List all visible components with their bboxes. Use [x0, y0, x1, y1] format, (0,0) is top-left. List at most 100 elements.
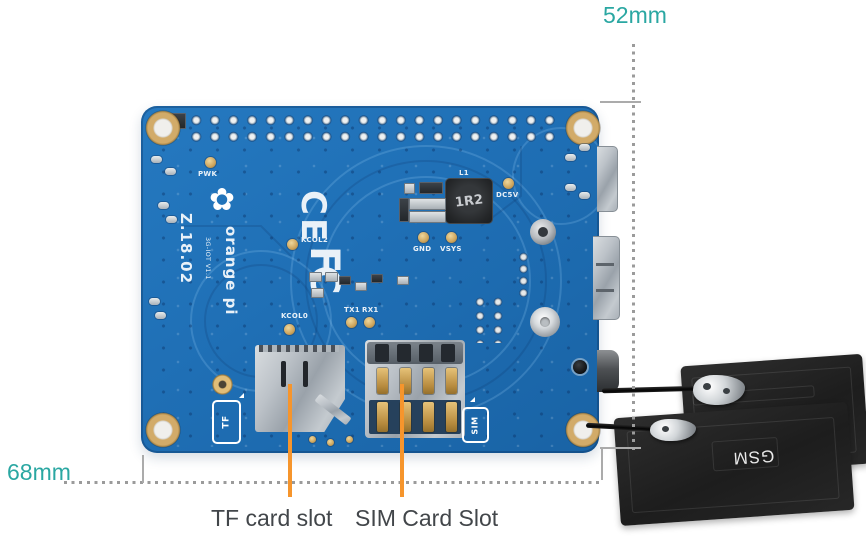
through-hole-grid [471, 295, 508, 343]
sim-contact [446, 402, 457, 432]
orange-pi-flower-icon: ✿ [209, 182, 235, 217]
smd-component [309, 272, 322, 282]
through-hole-grid [517, 251, 530, 297]
sim-contact [400, 402, 411, 432]
test-pad-kcol0-label: KCOL0 [281, 312, 309, 320]
gsm-antenna-front: GSM [613, 401, 855, 527]
tf-card-slot-body [255, 345, 345, 432]
audio-jack-hole [573, 360, 587, 374]
test-pad-tx1 [346, 317, 357, 328]
test-pad-pwk-label: PWK [198, 170, 218, 178]
width-dimension-tick-right [601, 449, 603, 480]
mounting-hole [145, 110, 181, 146]
test-pad-rx1 [364, 317, 375, 328]
solder-pad [565, 154, 576, 161]
solder-pad [166, 216, 177, 223]
solder-pad [579, 192, 590, 199]
tf-callout-leader-line [288, 384, 292, 497]
gpio-header-holes [185, 112, 557, 144]
usb-connector-seam [596, 263, 614, 266]
height-dimension-tick-top [600, 101, 641, 103]
sim-contact [377, 402, 388, 432]
screw-boss [540, 317, 550, 327]
sim-card-icon-label: SIM [470, 415, 480, 435]
sim-slot-cutout [397, 344, 411, 362]
model-version-text: 3G-IOT V1.1 [204, 237, 212, 280]
sim-contact [423, 368, 434, 394]
solder-pad [151, 156, 162, 163]
smd-component [355, 282, 367, 291]
height-dimension-line [632, 44, 635, 450]
sim-contact [377, 368, 388, 394]
pcb-board: ✿ orange pi 3G-IOT V1.1 Z.18.02 CE FC PW… [141, 106, 620, 453]
solder-pad [158, 202, 169, 209]
usb-connector [593, 236, 620, 320]
width-dimension-tick-left [142, 455, 144, 483]
solder-pad [149, 298, 160, 305]
test-pad-gnd-label: GND [413, 245, 432, 253]
test-pad-gnd [418, 232, 429, 243]
inductor-value-label: 1R2 [454, 191, 484, 211]
smd-component [325, 272, 338, 282]
mounting-hole [145, 412, 181, 448]
solder-spot [723, 388, 730, 394]
solder-spot [703, 383, 711, 390]
width-dimension-line [64, 481, 601, 484]
tf-slot-contacts [259, 345, 339, 352]
mounting-hole [565, 110, 601, 146]
smd-component [409, 198, 446, 210]
tf-slot-pin-mark [303, 361, 308, 387]
sim-contact [400, 368, 411, 394]
sim-callout-label: SIM Card Slot [355, 505, 499, 531]
solder-dot [309, 436, 316, 443]
tf-icon-arrow [239, 393, 244, 398]
sim-card-icon: SIM [462, 407, 489, 443]
solder-pad [155, 312, 166, 319]
test-pad-tx1-label: TX1 [344, 306, 360, 314]
inductor-ref-label: L1 [459, 169, 469, 177]
solder-pad [579, 144, 590, 151]
sim-slot-cutout [419, 344, 433, 362]
smd-component [409, 211, 446, 223]
test-pad-rx1-label: RX1 [362, 306, 379, 314]
sim-contact [446, 368, 457, 394]
sim-icon-arrow [470, 397, 475, 402]
tf-slot-pin-mark [281, 361, 286, 387]
smd-component [339, 276, 351, 285]
solder-blob [693, 375, 745, 405]
smd-component [419, 182, 443, 194]
smd-component [404, 183, 415, 194]
micro-usb-connector [597, 146, 618, 212]
test-pad-vsys [446, 232, 457, 243]
solder-pad [565, 184, 576, 191]
test-pad-kcol0 [284, 324, 295, 335]
sim-slot-top-frame [367, 342, 463, 364]
tf-card-icon: TF [212, 400, 241, 444]
sim-callout-leader-line [400, 384, 404, 497]
smd-component [311, 288, 324, 298]
solder-spot [662, 426, 669, 432]
solder-pad [165, 168, 176, 175]
tf-callout-label: TF card slot [211, 505, 333, 531]
test-pad-dc5v [503, 178, 514, 189]
audio-jack [597, 350, 619, 392]
test-pad-kcol2-label: KCOL2 [301, 236, 329, 244]
height-dimension-tick-bottom [600, 447, 641, 449]
sim-slot-cutout [375, 344, 389, 362]
smd-component [397, 276, 409, 285]
shield-mount [538, 227, 548, 237]
test-pad-kcol2 [287, 239, 298, 250]
test-pad-pwk [205, 157, 216, 168]
usb-connector-seam [596, 289, 614, 292]
date-code-text: Z.18.02 [177, 213, 195, 285]
solder-dot [327, 439, 334, 446]
sim-contact [423, 402, 434, 432]
smd-component [371, 274, 383, 283]
test-pad-vsys-label: VSYS [440, 245, 462, 253]
width-dimension-label: 68mm [7, 459, 71, 485]
brand-logo-text: orange pi [222, 226, 240, 316]
gold-ring-pad [212, 374, 233, 395]
test-pad-dc5v-label: DC5V [496, 191, 519, 199]
mounting-hole [565, 412, 601, 448]
